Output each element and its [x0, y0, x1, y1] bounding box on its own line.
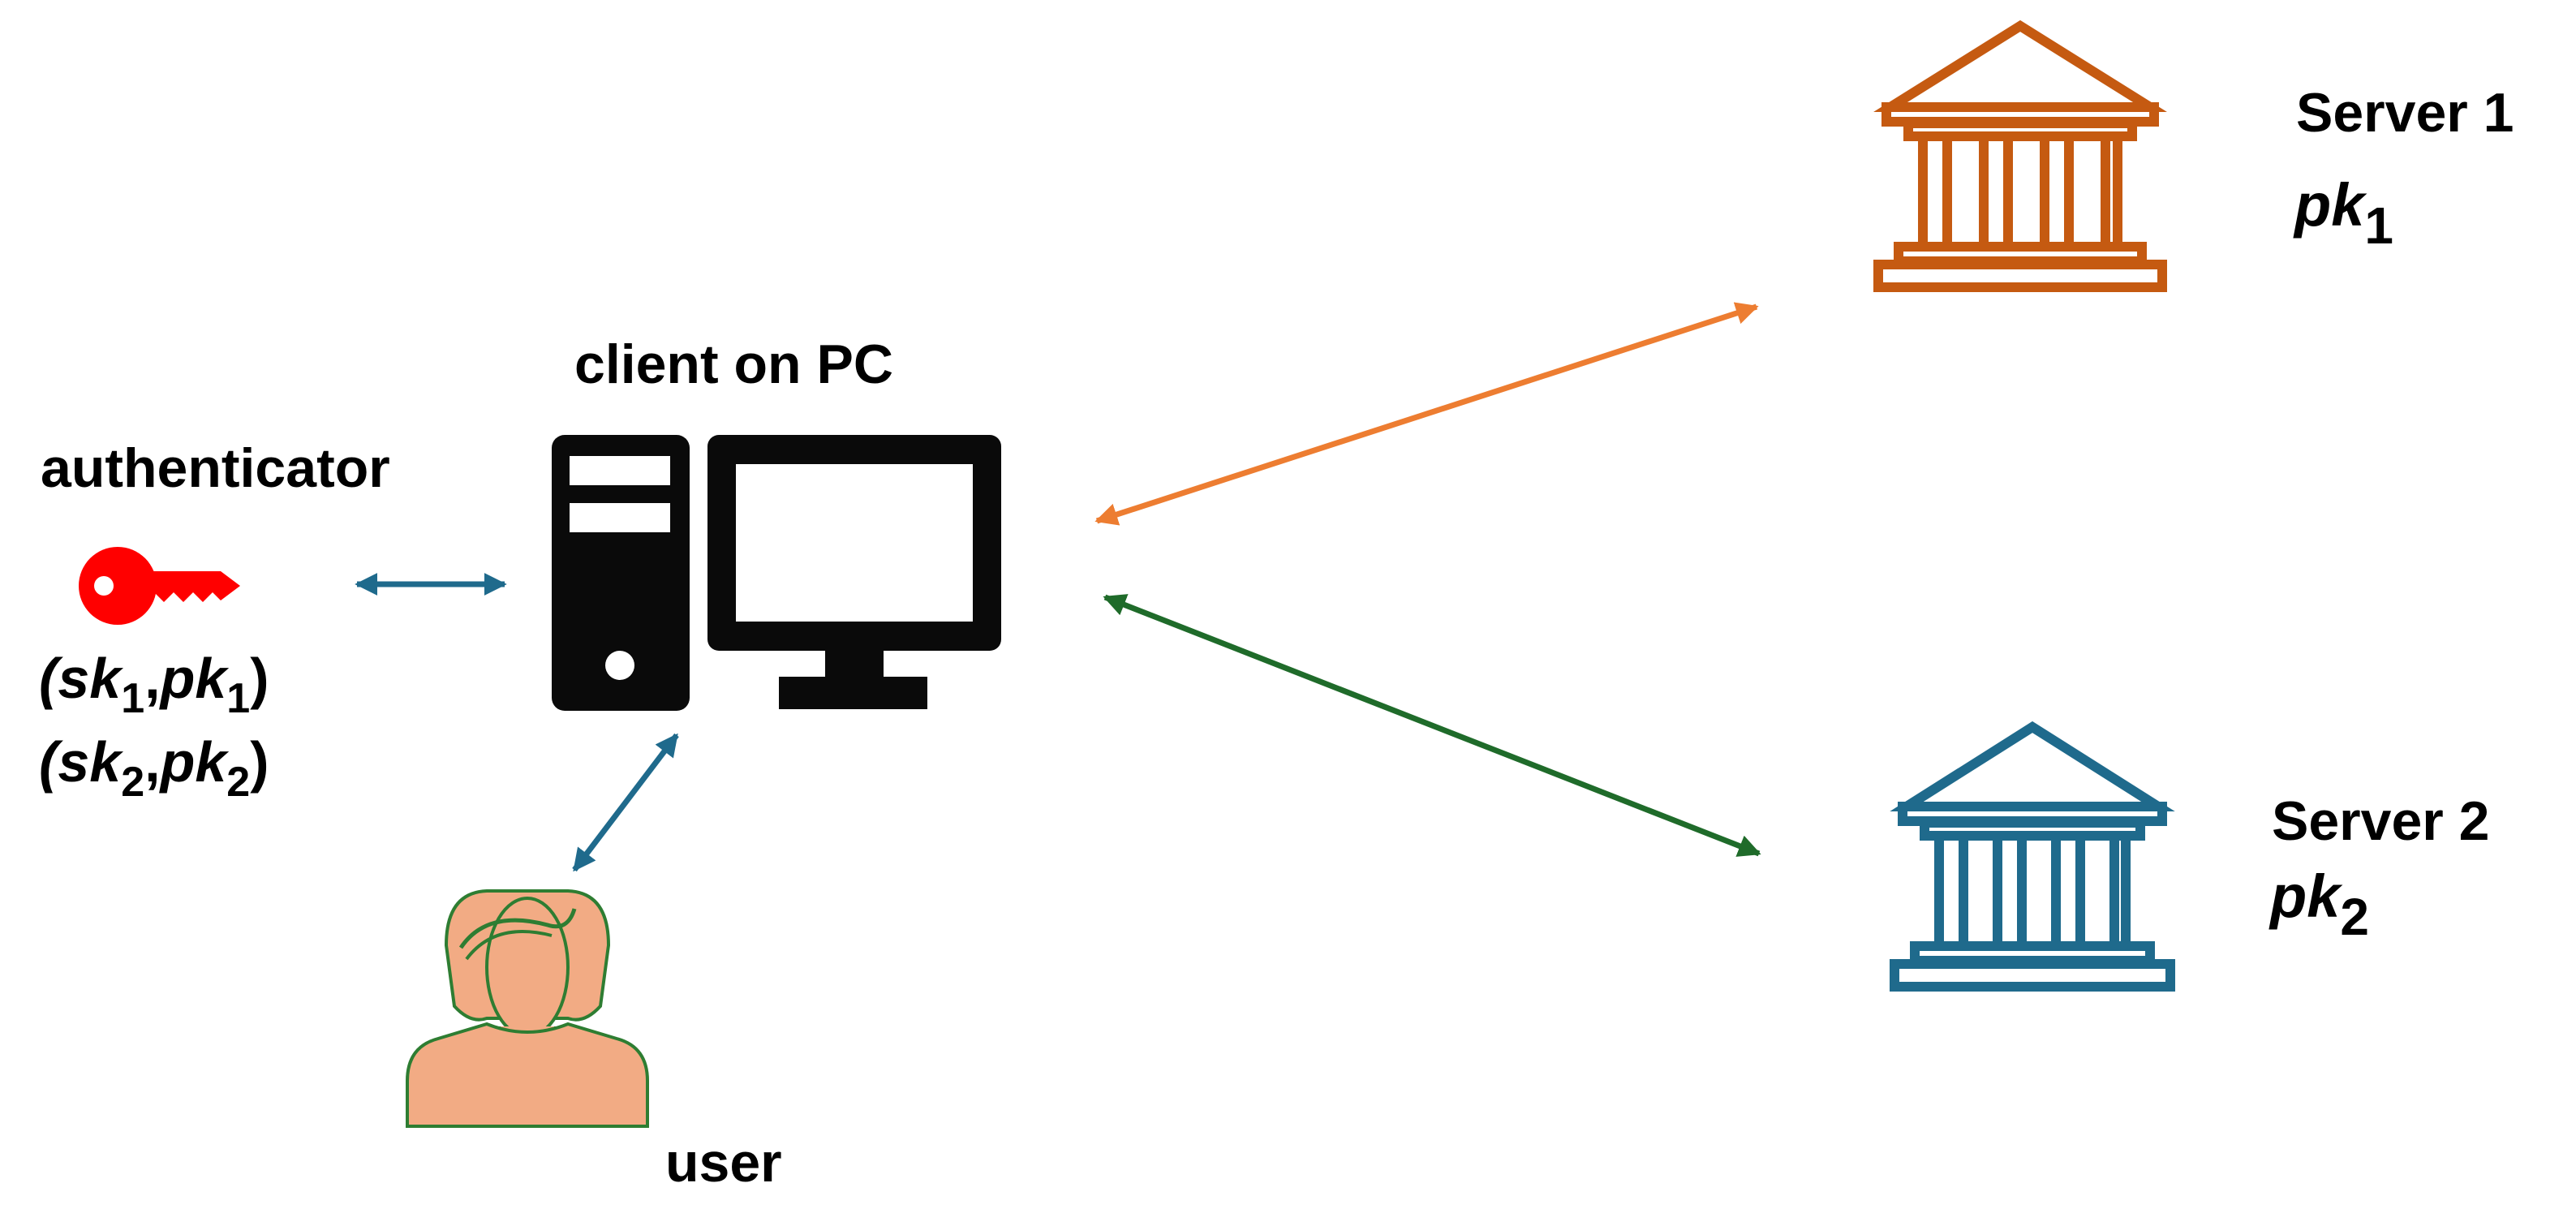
sk2-base: sk	[58, 730, 123, 794]
server2-label: Server 2	[2272, 790, 2489, 852]
sk1-sub: 1	[121, 675, 144, 722]
authenticator-label: authenticator	[41, 437, 390, 499]
client-user-arrow	[572, 733, 679, 872]
server1-pk-base: pk	[2293, 171, 2367, 239]
pk2-sub: 2	[226, 759, 250, 806]
pk2-base: pk	[159, 730, 230, 794]
server1-bank-icon	[1873, 19, 2167, 292]
authenticator-key-pair-2: (sk2,pk2)	[39, 730, 269, 806]
server1-pk-sub: 1	[2364, 196, 2393, 255]
authenticator-key-pair-1: (sk1,pk1)	[39, 647, 269, 722]
server1-label: Server 1	[2296, 82, 2514, 144]
server2-public-key: pk2	[2269, 863, 2369, 946]
server2-pk-sub: 2	[2340, 888, 2369, 946]
user-label: user	[665, 1132, 782, 1194]
user-avatar-icon	[406, 889, 649, 1128]
server1-public-key: pk1	[2293, 171, 2393, 255]
computer-tower-icon	[552, 435, 690, 711]
server2-pk-base: pk	[2269, 863, 2343, 930]
pk1-sub: 1	[226, 675, 250, 722]
client-server1-arrow	[1094, 302, 1759, 526]
key-icon	[79, 547, 240, 625]
desktop-computer-icon	[552, 435, 1001, 711]
sk1-base: sk	[58, 647, 123, 710]
pk1-base: pk	[159, 647, 230, 710]
client-label: client on PC	[574, 333, 893, 395]
server2-bank-icon	[1890, 721, 2175, 992]
sk2-sub: 2	[121, 759, 144, 806]
computer-monitor-icon	[707, 435, 1001, 709]
client-server2-arrow	[1103, 594, 1761, 857]
